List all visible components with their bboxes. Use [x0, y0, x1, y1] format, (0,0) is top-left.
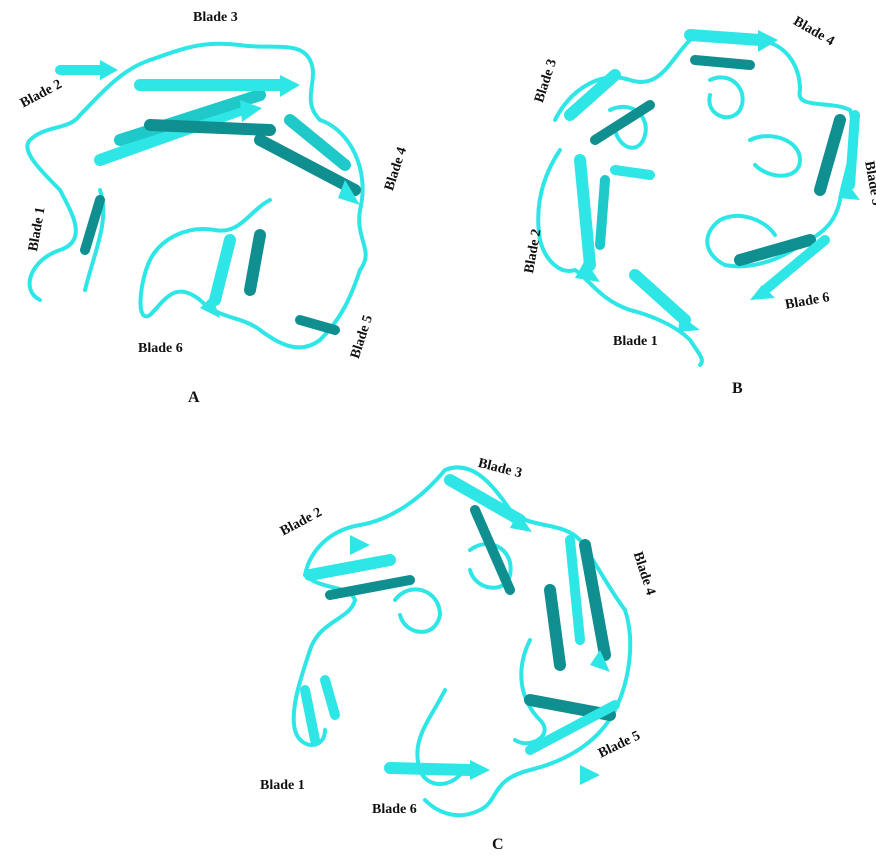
panel-label: A: [188, 389, 200, 407]
panel-label: B: [732, 380, 743, 398]
blade-label-1: Blade 1: [260, 778, 305, 794]
panel-a: Blade 2 Blade 3 Blade 4 Blade 1 Blade 6 …: [0, 0, 420, 420]
panel-label: C: [492, 836, 504, 854]
blade-label-6: Blade 6: [372, 802, 417, 818]
blade-label-6: Blade 6: [138, 341, 183, 357]
blade-label-3: Blade 3: [193, 10, 238, 26]
panel-b: Blade 3 Blade 4 Blade 5 Blade 2 Blade 6 …: [500, 0, 876, 420]
blade-label-1: Blade 1: [613, 334, 658, 350]
panel-c: Blade 2 Blade 3 Blade 4 Blade 5 Blade 1 …: [230, 440, 670, 856]
